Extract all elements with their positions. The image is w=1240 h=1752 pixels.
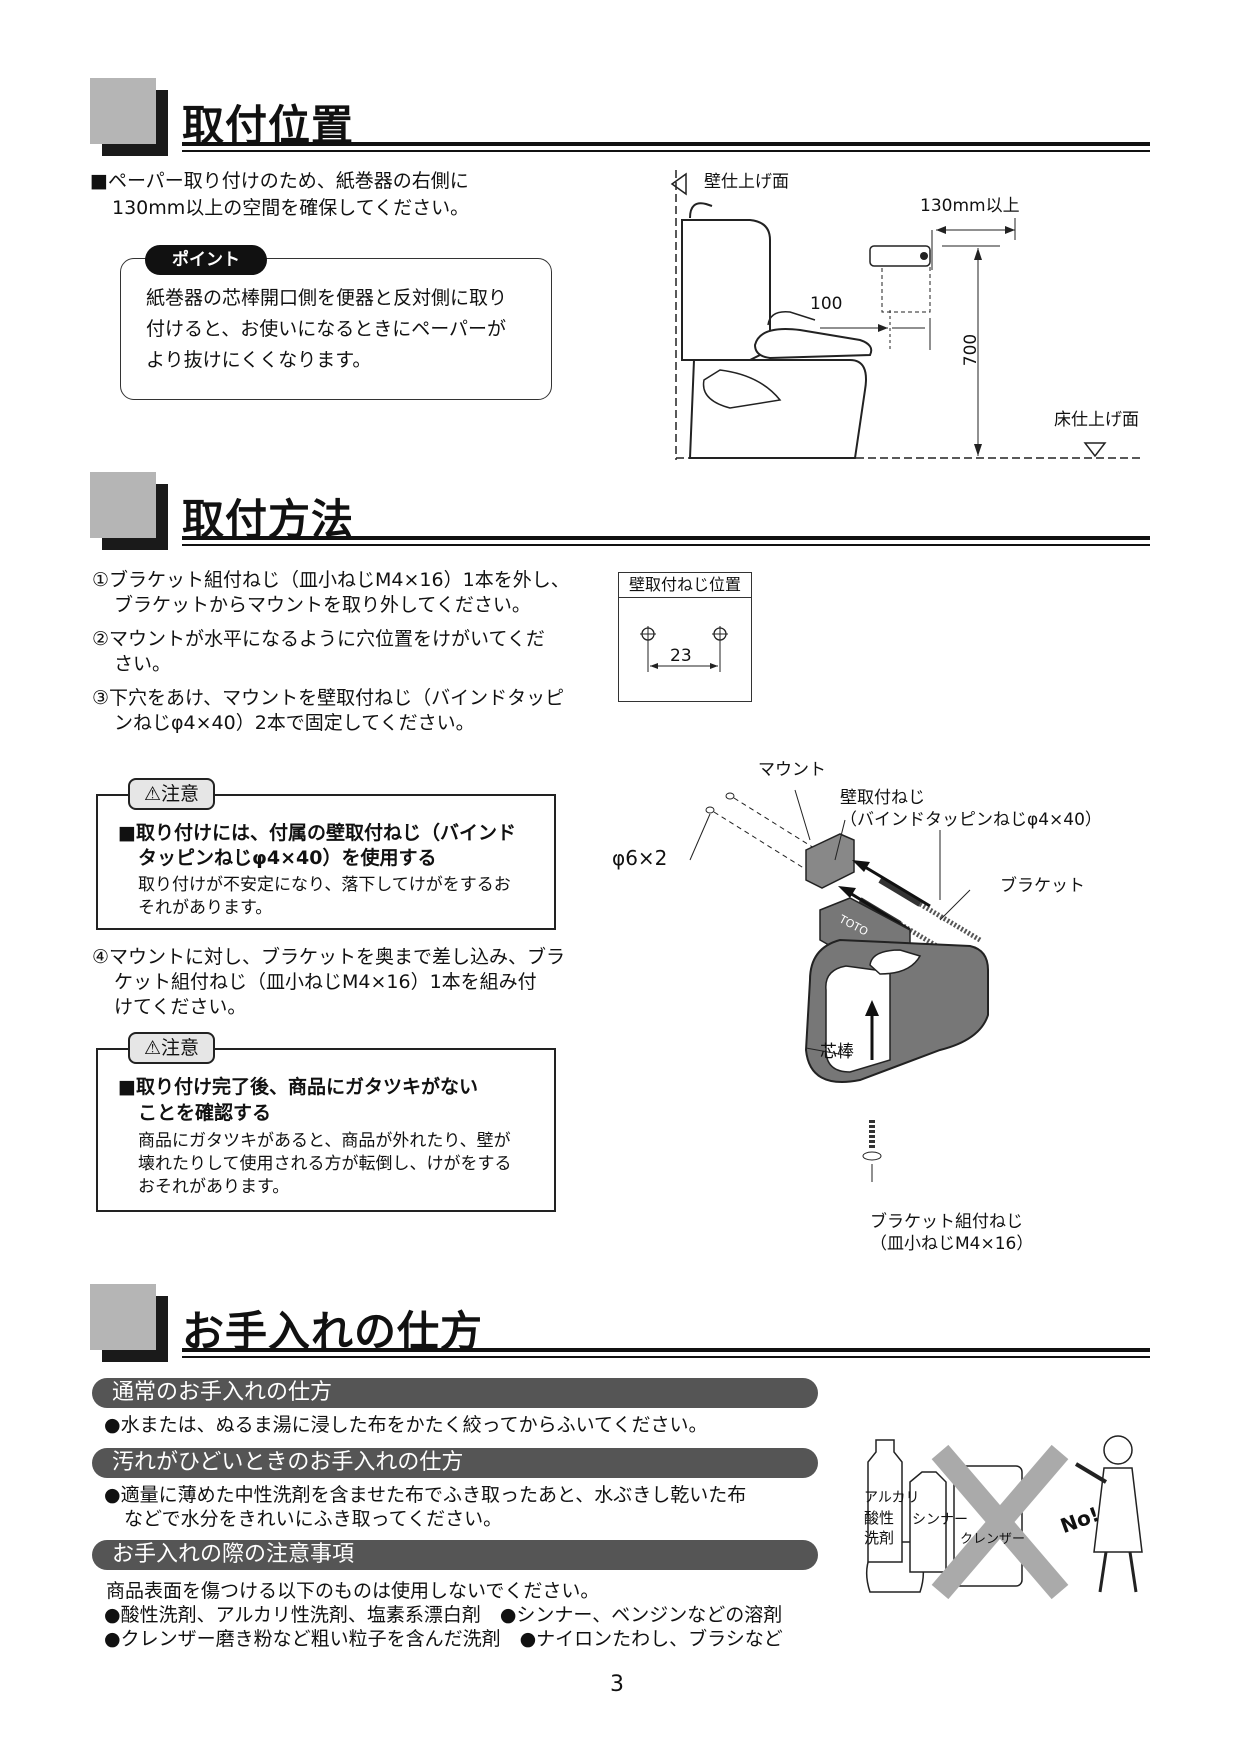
care-caution-text1: 商品表面を傷つける以下のものは使用しないでください。 [106, 1580, 600, 1602]
section-header-care: お手入れの仕方 [90, 1284, 1150, 1374]
care-pill-normal: 通常のお手入れの仕方 [92, 1378, 818, 1408]
bottle-label-line3: 洗剤 [864, 1529, 895, 1547]
care-caution-text2: ●酸性洗剤、アルカリ性洗剤、塩素系漂白剤 ●シンナー、ベンジンなどの溶剤 [104, 1604, 783, 1626]
step1-line2: ブラケットからマウントを取り外してください。 [114, 594, 531, 616]
step4-line2: ケット組付ねじ（皿小ねじM4×16）1本を組み付 [114, 971, 537, 993]
caution1-body2: それがあります。 [138, 898, 273, 918]
caution1-body1: 取り付けが不安定になり、落下してけがをするお [138, 875, 511, 895]
point-line3: より抜けにくくなります。 [146, 349, 372, 371]
prohibited-cleaners-illustration [865, 1435, 1143, 1600]
dim-100-label: 100 [810, 294, 843, 314]
header-square [90, 78, 156, 144]
wall-finish-label: 壁仕上げ面 [704, 172, 789, 192]
care-heavy-text2: などで水分をきれいにふき取ってください。 [124, 1508, 503, 1530]
section-header-install-position: 取付位置 [90, 78, 1150, 168]
space-note-line2: 130mm以上の空間を確保してください。 [112, 197, 470, 219]
step3-line1: ③下穴をあけ、マウントを壁取付ねじ（バインドタッピ [92, 687, 565, 709]
screw-spacing-label: 23 [670, 646, 692, 666]
dim-700-label: 700 [961, 333, 982, 367]
caution2-head2: ことを確認する [138, 1102, 272, 1124]
step1-line1: ①ブラケット組付ねじ（皿小ねじM4×16）1本を外し、 [92, 569, 570, 591]
bottle-label-line1: アルカリ [864, 1490, 920, 1506]
bracket-screw-spec-label: （皿小ねじM4×16） [870, 1234, 1034, 1254]
header-square [90, 1284, 156, 1350]
caution-tag-1: ⚠注意 [128, 778, 216, 810]
header-rule-thin [182, 150, 1150, 152]
care-pill-heavy: 汚れがひどいときのお手入れの仕方 [92, 1448, 818, 1478]
step3-line2: ンねじφ4×40）2本で固定してください。 [114, 712, 475, 734]
hole-size-label: φ6×2 [612, 846, 668, 870]
wall-screw-spec-label: （バインドタッピンねじφ4×40） [840, 810, 1102, 830]
space-130-label: 130mm以上 [920, 196, 1020, 216]
assembly-diagram [689, 789, 989, 1182]
floor-finish-label: 床仕上げ面 [1054, 410, 1139, 430]
bracket-label: ブラケット [1000, 876, 1085, 896]
section-title: 取付位置 [182, 101, 355, 150]
caution-box-1 [96, 794, 556, 930]
point-box [120, 258, 552, 400]
screw-position-title: 壁取付ねじ位置 [618, 572, 752, 598]
caution-box-2 [96, 1048, 556, 1212]
care-heavy-text1: ●適量に薄めた中性洗剤を含ませた布でふき取ったあと、水ぶきし乾いた布 [104, 1484, 747, 1506]
step4-line1: ④マウントに対し、ブラケットを奥まで差し込み、ブラ [92, 946, 566, 968]
section-title: 取付方法 [182, 495, 355, 544]
caution1-head1: ■取り付けには、付属の壁取付ねじ（バインド [118, 822, 516, 844]
space-note-line1: ■ペーパー取り付けのため、紙巻器の右側に [90, 170, 469, 192]
bracket-screw-label: ブラケット組付ねじ [870, 1212, 1023, 1232]
point-line2: 付けると、お使いになるときにペーパーが [146, 318, 507, 340]
header-rule-thin [182, 544, 1150, 546]
caution1-head2: タッピンねじφ4×40）を使用する [138, 847, 437, 869]
screw-position-diagram [640, 626, 728, 672]
header-rule [182, 142, 1150, 146]
step2-line1: ②マウントが水平になるように穴位置をけがいてくだ [92, 628, 545, 650]
step2-line2: さい。 [114, 653, 172, 675]
page-number: 3 [610, 1672, 624, 1697]
caution-tag-2: ⚠注意 [128, 1032, 216, 1064]
care-normal-text: ●水または、ぬるま湯に浸した布をかたく絞ってからふいてください。 [104, 1414, 708, 1436]
section-header-install-method: 取付方法 [90, 472, 1150, 562]
point-line1: 紙巻器の芯棒開口側を便器と反対側に取り [146, 287, 508, 309]
cleanser-label: クレンザー [960, 1532, 1026, 1547]
caution2-body2: 壊れたりして使用される方が転倒し、けがをする [138, 1154, 512, 1174]
care-pill-caution: お手入れの際の注意事項 [92, 1540, 818, 1570]
core-rod-label: 芯棒 [820, 1042, 854, 1062]
header-rule [182, 536, 1150, 540]
header-square [90, 472, 156, 538]
wall-screw-label: 壁取付ねじ [840, 788, 925, 808]
section-title: お手入れの仕方 [182, 1307, 484, 1356]
mount-label: マウント [758, 760, 826, 780]
caution2-body3: おそれがあります。 [138, 1177, 290, 1197]
point-tag: ポイント [145, 245, 267, 275]
header-rule [182, 1348, 1150, 1352]
care-caution-text3: ●クレンザー磨き粉など粗い粒子を含んだ洗剤 ●ナイロンたわし、ブラシなど [104, 1628, 783, 1650]
header-rule-thin [182, 1356, 1150, 1358]
thinner-label: シンナー [912, 1512, 968, 1528]
step4-line3: けてください。 [114, 996, 247, 1018]
toilet-position-diagram [670, 170, 1140, 460]
caution2-body1: 商品にガタツキがあると、商品が外れたり、壁が [138, 1131, 511, 1151]
caution2-head1: ■取り付け完了後、商品にガタツキがない [118, 1076, 478, 1098]
bottle-label-line2: 酸性 [864, 1509, 895, 1527]
